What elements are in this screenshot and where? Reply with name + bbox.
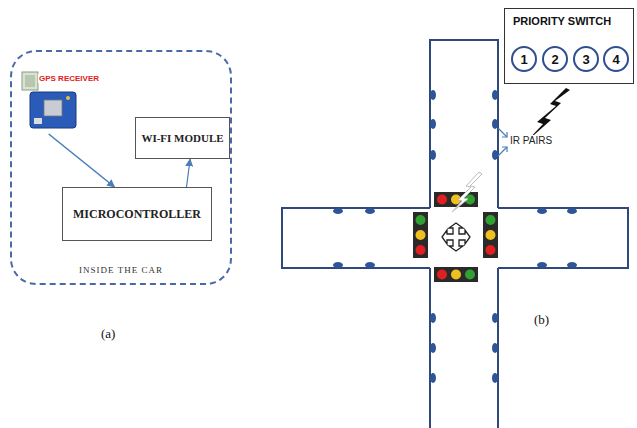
ir-sensor	[430, 119, 436, 129]
leader-line	[498, 128, 507, 137]
gps-chip	[44, 100, 62, 116]
traffic-light-housing	[413, 212, 428, 258]
process-box: MICROCONTROLLER	[62, 187, 212, 241]
switch-button: 4	[603, 46, 629, 72]
ir-sensor	[365, 262, 375, 268]
green-lamp	[416, 215, 426, 225]
connector-arrow	[49, 134, 115, 187]
gps-board	[30, 92, 76, 128]
road-north	[430, 40, 498, 208]
red-lamp	[486, 245, 496, 255]
green-lamp	[486, 215, 496, 225]
ir-sensor	[492, 150, 498, 160]
yellow-lamp	[486, 230, 496, 240]
wireless-bolt	[526, 88, 570, 142]
gps-connector	[34, 118, 42, 124]
red-lamp	[416, 245, 426, 255]
traffic-light-housing	[434, 192, 478, 207]
traffic-light-housing	[483, 212, 498, 258]
traffic-light-housing	[434, 267, 478, 282]
ir-sensor	[430, 343, 436, 353]
ir-sensor	[492, 90, 498, 100]
red-lamp	[437, 270, 447, 280]
yellow-lamp	[416, 230, 426, 240]
ir-sensor	[537, 208, 547, 214]
traffic-lights	[413, 192, 498, 282]
ir-leaders	[498, 128, 507, 156]
gps-receiver: GPS RECEIVER	[20, 72, 102, 134]
ir-sensor	[430, 373, 436, 383]
node-text: WI-FI MODULE	[141, 132, 223, 144]
ir-sensor	[492, 343, 498, 353]
ir-sensor	[365, 208, 375, 214]
four-way-arrow	[442, 223, 470, 251]
ir-sensor	[567, 262, 577, 268]
figure-label: (a)	[101, 326, 115, 342]
car-enclosure: INSIDE THE CAR GPS RECEIVER WI-FI MODULE MI…	[10, 50, 232, 285]
switch-button: 3	[573, 46, 599, 72]
switch-panel: PRIORITY SWITCH 1 2 3 4	[504, 8, 634, 84]
ir-sensor	[430, 150, 436, 160]
node-text: PRIORITY SWITCH	[513, 15, 611, 27]
ir-sensor	[567, 208, 577, 214]
gps-led	[66, 96, 70, 100]
node-text: 3	[582, 52, 589, 67]
ir-sensor	[492, 119, 498, 129]
switch-button: 2	[542, 46, 568, 72]
gps-antenna-patch	[25, 75, 35, 87]
callout-label: IR PAIRS	[510, 135, 552, 146]
node-text: INSIDE THE CAR	[12, 265, 230, 275]
gps-antenna	[22, 72, 38, 90]
module-box: WI-FI MODULE	[135, 117, 230, 159]
figure-label: (b)	[534, 312, 549, 328]
ir-sensor	[537, 262, 547, 268]
node-text: 1	[520, 52, 527, 67]
ir-sensor	[333, 208, 343, 214]
road-south	[430, 268, 498, 428]
leader-head	[502, 147, 507, 152]
node-text: MICROCONTROLLER	[73, 207, 201, 222]
leader-head	[502, 132, 507, 137]
ir-sensors	[333, 90, 577, 383]
node-text: GPS RECEIVER	[38, 74, 100, 83]
connector-arrow	[187, 159, 191, 187]
node-text: 4	[612, 52, 619, 67]
wireless-bolt	[452, 172, 482, 212]
ir-sensor	[430, 313, 436, 323]
switch-button: 1	[511, 46, 537, 72]
ir-sensor	[333, 262, 343, 268]
node-text: 2	[551, 52, 558, 67]
ir-sensor	[492, 373, 498, 383]
ir-sensor	[430, 90, 436, 100]
yellow-lamp	[451, 270, 461, 280]
red-lamp	[437, 195, 447, 205]
road-east	[498, 208, 628, 268]
ir-sensor	[492, 313, 498, 323]
roads	[282, 40, 628, 428]
green-lamp	[465, 270, 475, 280]
road-west	[282, 208, 430, 268]
leader-line	[498, 147, 507, 156]
